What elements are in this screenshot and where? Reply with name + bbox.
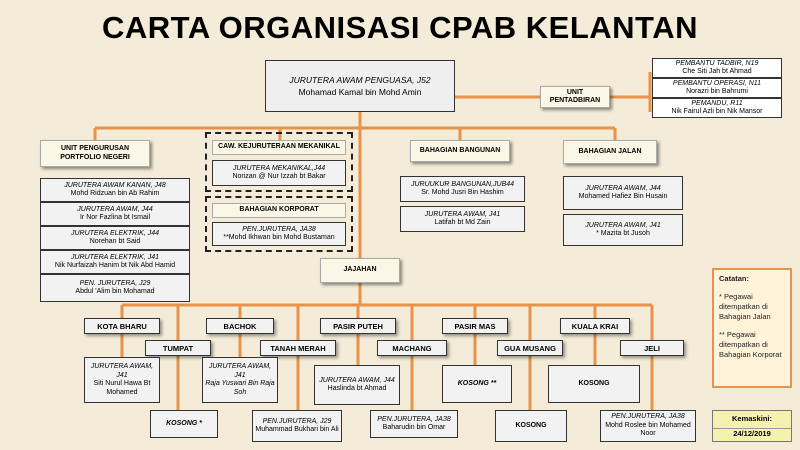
- road-staff-2: JURUTERA AWAM, J41 * Mazita bt Jusoh: [563, 214, 683, 246]
- head-position: JURUTERA AWAM PENGUASA, J52: [289, 75, 431, 85]
- pasir-puteh-staff: JURUTERA AWAM, J44 Haslinda bt Ahmad: [314, 365, 400, 405]
- corporate-header: BAHAGIAN KORPORAT: [212, 203, 346, 218]
- admin-staff-1: PEMBANTU TADBIR, N19 Che Siti Jah bt Ahm…: [652, 58, 782, 78]
- corporate-staff: PEN.JURUTERA, JA38 **Mohd Ikhwan bin Moh…: [212, 222, 346, 246]
- tumpat-staff: KOSONG *: [150, 410, 218, 438]
- page-title: CARTA ORGANISASI CPAB KELANTAN: [102, 10, 698, 45]
- district-kota-bharu: KOTA BHARU: [84, 318, 160, 334]
- district-kuala-krai: KUALA KRAI: [560, 318, 630, 334]
- kota-bharu-staff: JURUTERA AWAM, J41 Siti Nurul Hawa Bt Mo…: [84, 357, 160, 403]
- district-pasir-mas: PASIR MAS: [442, 318, 508, 334]
- district-bachok: BACHOK: [206, 318, 274, 334]
- corporate-dashed-frame: [205, 196, 353, 252]
- mechanical-staff: JURUTERA MEKANIKAL,J44 Norizan @ Nur Izz…: [212, 160, 346, 186]
- portfolio-staff-2: JURUTERA AWAM, J44 Ir Nor Fazlina bt Ism…: [40, 202, 190, 226]
- jajahan-header: JAJAHAN: [320, 258, 400, 283]
- mechanical-header: CAW. KEJURUTERAAN MEKANIKAL: [212, 140, 346, 155]
- jeli-staff: PEN.JURUTERA, JA38 Mohd Roslee bin Moham…: [600, 410, 696, 442]
- notes-box: Catatan: * Pegawai ditempatkan di Bahagi…: [712, 268, 792, 388]
- notes-heading: Catatan:: [719, 274, 750, 283]
- district-machang: MACHANG: [377, 340, 447, 356]
- machang-staff: PEN.JURUTERA, JA38 Baharudin bin Omar: [370, 410, 458, 438]
- admin-staff-2: PEMBANTU OPERASI, N11 Norazri bin Bahrum…: [652, 78, 782, 98]
- portfolio-unit-header: UNIT PENGURUSAN PORTFOLIO NEGERI: [40, 140, 150, 167]
- admin-staff-3: PEMANDU, R11 Nik Fairul Azli bin Nik Man…: [652, 98, 782, 118]
- head-box: JURUTERA AWAM PENGUASA, J52 Mohamad Kama…: [265, 60, 455, 112]
- notes-line-1: * Pegawai ditempatkan di Bahagian Jalan: [719, 292, 771, 321]
- tanah-merah-staff: PEN.JURUTERA, J29 Muhammad Bukhari bin A…: [252, 410, 342, 442]
- road-staff-1: JURUTERA AWAM, J44 Mohamed Hafiez Bin Hu…: [563, 176, 683, 210]
- portfolio-staff-5: PEN. JURUTERA, J29 Abdul 'Alim bin Moham…: [40, 274, 190, 302]
- last-updated-label: Kemaskini:: [731, 413, 773, 423]
- portfolio-staff-4: JURUTERA ELEKTRIK, J41 Nik Nurfaizah Han…: [40, 250, 190, 274]
- pasir-mas-staff: KOSONG **: [442, 365, 512, 403]
- district-gua-musang: GUA MUSANG: [497, 340, 563, 356]
- mechanical-dashed-frame: [205, 132, 353, 192]
- district-pasir-puteh: PASIR PUTEH: [320, 318, 396, 334]
- bachok-staff: JURUTERA AWAM, J41 Raja Yuswari Bin Raja…: [202, 357, 278, 403]
- last-updated-box: Kemaskini: 24/12/2019: [712, 410, 792, 442]
- building-staff-2: JURUTERA AWAM, J41 Latifah bt Md Zain: [400, 206, 525, 232]
- building-staff-1: JURUUKUR BANGUNAN,JUB44 Sr. Mohd Jusri B…: [400, 176, 525, 202]
- head-name: Mohamad Kamal bin Mohd Amin: [298, 87, 422, 97]
- road-header: BAHAGIAN JALAN: [563, 140, 657, 164]
- district-jeli: JELI: [620, 340, 684, 356]
- building-header: BAHAGIAN BANGUNAN: [410, 140, 510, 162]
- last-updated-date: 24/12/2019: [713, 428, 791, 438]
- portfolio-staff-3: JURUTERA ELEKTRIK, J44 Norehan bt Said: [40, 226, 190, 250]
- admin-unit-header: UNIT PENTADBIRAN: [540, 86, 610, 108]
- district-tanah-merah: TANAH MERAH: [260, 340, 336, 356]
- district-tumpat: TUMPAT: [145, 340, 211, 356]
- gua-musang-staff: KOSONG: [495, 410, 567, 442]
- kuala-krai-staff: KOSONG: [548, 365, 640, 403]
- portfolio-staff-1: JURUTERA AWAM KANAN, J48 Mohd Ridzuan bi…: [40, 178, 190, 202]
- notes-line-2: ** Pegawai ditempatkan di Bahagian Korpo…: [719, 330, 782, 359]
